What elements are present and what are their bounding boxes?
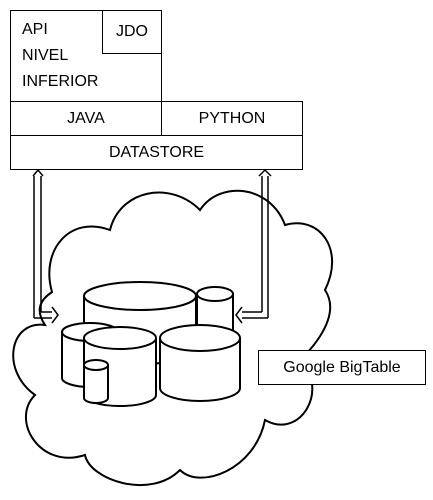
bigtable-label: Google BigTable: [283, 358, 401, 376]
cylinder-tiny-front: [83, 365, 109, 404]
java-label: JAVA: [67, 109, 105, 127]
python-box: PYTHON: [161, 101, 303, 136]
jdo-box: JDO: [102, 10, 162, 54]
cylinder-right-large: [159, 338, 241, 402]
database-cylinders: [61, 281, 241, 407]
api-label-line2: NIVEL: [22, 47, 69, 64]
java-box: JAVA: [10, 101, 162, 136]
datastore-label: DATASTORE: [108, 143, 205, 161]
api-label-line3: INFERIOR: [22, 73, 99, 90]
jdo-label: JDO: [116, 23, 148, 40]
bigtable-label-box: Google BigTable: [258, 350, 426, 385]
python-label: PYTHON: [198, 109, 266, 127]
api-label-line1: API: [22, 21, 48, 38]
datastore-box: DATASTORE: [10, 135, 303, 170]
right-double-arrow: [235, 168, 272, 324]
left-double-arrow: [32, 168, 59, 324]
